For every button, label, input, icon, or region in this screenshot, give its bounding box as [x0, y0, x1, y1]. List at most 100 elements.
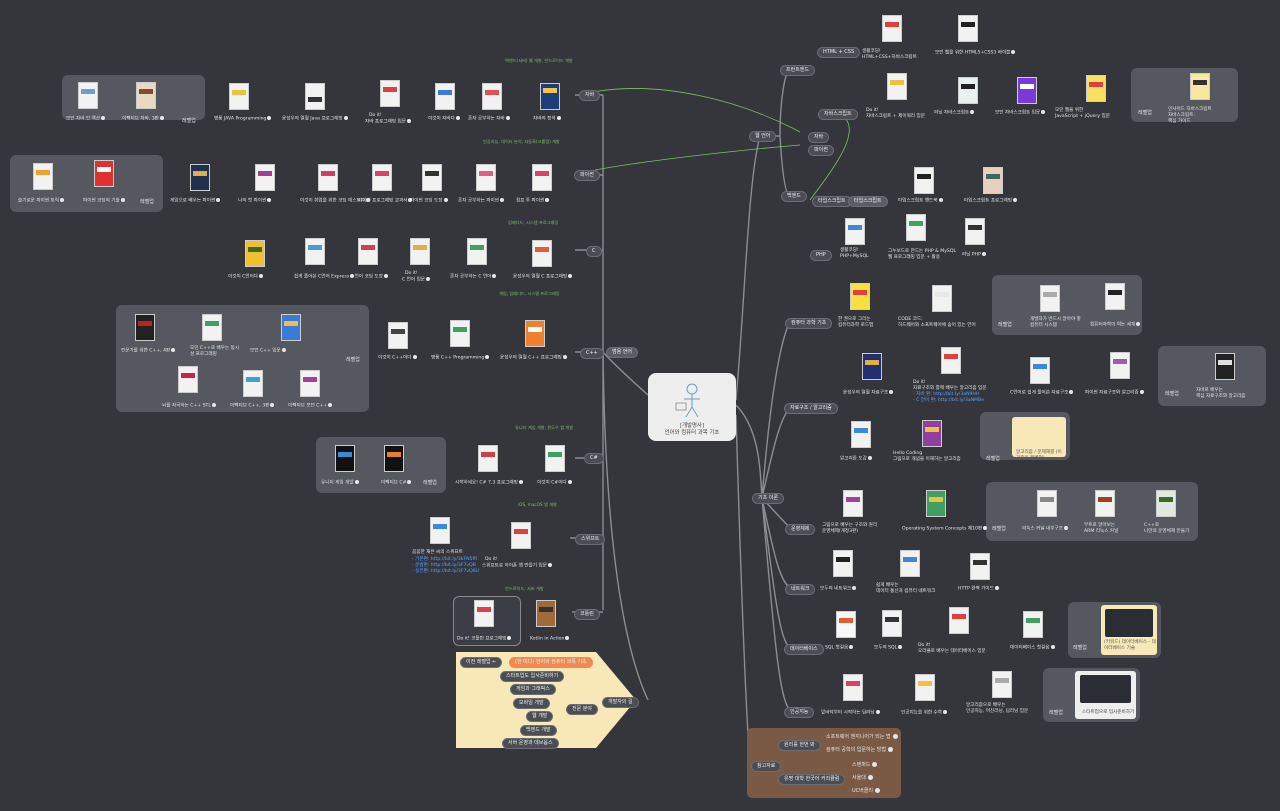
cap-php-3: 러닝 PHP — [962, 252, 986, 258]
central-topic[interactable]: [개발명사] 언어와 컴퓨터 과목 기초 — [648, 373, 736, 441]
csharp-branch[interactable]: C# — [584, 453, 604, 464]
cap-cs2-3: 리눅스 커널 내부구조 — [1022, 526, 1068, 532]
cs2-branch[interactable]: 운영체제 — [785, 524, 816, 535]
reference-a[interactable]: 원리를 한번 봐 — [778, 740, 821, 751]
book-py-8 — [94, 160, 114, 187]
book-js-5 — [1190, 73, 1210, 100]
swift-branch[interactable]: 스위프트 — [575, 534, 606, 545]
book-ts-2 — [983, 167, 1003, 194]
cs-branch[interactable]: 기초 이론 — [752, 493, 784, 504]
cs1-algo-levelup[interactable]: 레벨업 — [986, 456, 1000, 462]
cs1-link-1[interactable]: - 자바 편: http://bit.ly/3aN9HH — [913, 392, 980, 397]
general-lang-branch[interactable]: 범용 언어 — [606, 347, 638, 358]
cs0-branch[interactable]: 컴퓨터 과학 기초 — [785, 318, 833, 329]
reference-branch[interactable]: 참고자료 — [751, 761, 782, 772]
ts-branch[interactable]: 타입스크립트 — [812, 196, 852, 207]
swift-link-2[interactable]: - 문법편: http://bit.ly/3F7vQB — [412, 563, 476, 568]
cap-c-1: 윤성우의 열혈 C 프로그래밍 — [513, 274, 573, 280]
cs1-levelup[interactable]: 레벨업 — [1165, 391, 1179, 397]
html-branch[interactable]: HTML + CSS — [817, 47, 861, 58]
cap-c-4: C 언어 코딩 도장 — [350, 274, 388, 280]
roadmap-item-7[interactable]: 서버 운영과 데브옵스 — [502, 738, 559, 749]
cs0-levelup[interactable]: 레벨업 — [998, 322, 1012, 328]
cap-kt-2: Kotlin in Action — [530, 636, 570, 642]
book-kt-2 — [536, 600, 556, 627]
roadmap-item-4[interactable]: 모바일 개발 — [513, 698, 550, 709]
cap-cs5-2: 인공지능을 위한 수학 — [901, 710, 947, 716]
roadmap-prev[interactable]: 이전 레벨업 ← — [460, 657, 503, 668]
reference-b-1[interactable]: 스탠퍼드 — [852, 762, 878, 768]
cap-py-5: 이것이 취업을 위한 코딩 테스트다 — [300, 198, 371, 204]
cap-py-4: 파이썬 프로그래밍 교과서 — [358, 198, 413, 204]
book-java-3 — [435, 83, 455, 110]
ts-sub[interactable]: 타입스크립트 — [848, 196, 888, 207]
js-levelup[interactable]: 레벨업 — [1138, 110, 1152, 116]
cap-c-5: 쉽게 풀어쓴 C언어 Express — [294, 274, 355, 280]
frontend-branch[interactable]: 프런트엔드 — [780, 65, 816, 76]
reference-a-1[interactable]: 소프트웨어 엔지니어가 되는 법 — [826, 734, 898, 740]
csharp-levelup[interactable]: 레벨업 — [423, 480, 437, 486]
reference-b[interactable]: 유명 대학 한국어 커리큘럼 — [778, 774, 846, 785]
cs4-branch[interactable]: 데이터베이스 — [784, 644, 824, 655]
cap-py-7: 게임으로 배우는 파이썬 — [170, 198, 221, 204]
book-cs1-7 — [922, 420, 942, 447]
roadmap-item-6[interactable]: 백엔드 개발 — [520, 725, 557, 736]
book-java-5 — [305, 83, 325, 110]
cs5-branch[interactable]: 인공지능 — [784, 707, 815, 718]
cs2-levelup[interactable]: 레벨업 — [992, 526, 1006, 532]
reference-a-2[interactable]: 컴퓨터 공학의 입문하는 방법 — [826, 747, 893, 753]
web-lang-branch[interactable]: 웹 언어 — [749, 131, 777, 142]
book-java-6 — [229, 83, 249, 110]
cpp-levelup[interactable]: 레벨업 — [346, 357, 360, 363]
cap-cs0-1: 한 권으로 그리는 컴퓨터과학 로드맵 — [838, 317, 874, 328]
cs3-branch[interactable]: 네트워크 — [785, 584, 816, 595]
cap-cs4-2: 모두의 SQL — [874, 645, 903, 651]
roadmap-item-1[interactable]: (한 미디) 언어와 컴퓨터 과목 기초 — [509, 657, 593, 668]
kotlin-branch[interactable]: 코틀린 — [574, 609, 600, 620]
backend-branch[interactable]: 백엔드 — [781, 191, 807, 202]
java-levelup[interactable]: 레벨업 — [182, 118, 196, 124]
python-branch[interactable]: 파이썬 — [574, 170, 600, 181]
book-cs0-4 — [1105, 283, 1125, 310]
cpp-branch[interactable]: C++ — [580, 348, 604, 359]
cap-cpp-1: 윤성우의 열혈 C++ 프로그래밍 — [500, 355, 567, 361]
roadmap-item-2[interactable]: 스타트업도 입사준비하기 — [500, 671, 565, 682]
cap-cpp-5: 모던 C++로 배우는 동시성 프로그래밍 — [190, 346, 240, 357]
java-branch[interactable]: 자바 — [579, 90, 601, 101]
cap-cs2-2: Operating System Concepts 제10판 — [902, 526, 988, 532]
cap-js-1: Do it! 자바스크립트 + 제이쿼리 입문 — [866, 108, 925, 119]
cap-java-2: 혼자 공부하는 자바 — [468, 116, 510, 122]
book-cs-2 — [478, 445, 498, 472]
cap-cs-1: 이것이 C#이다 — [537, 480, 572, 486]
cap-cs-2: 시작하세요! C# 7.3 프로그래밍 — [455, 480, 523, 486]
backend-python[interactable]: 파이썬 — [808, 145, 834, 156]
book-py-7 — [190, 164, 210, 191]
roadmap-sub[interactable]: 전문 분야 — [566, 704, 598, 715]
book-c-3 — [410, 238, 430, 265]
book-cs2-4 — [1095, 490, 1115, 517]
cs1-branch[interactable]: 자료구조 / 알고리즘 — [784, 403, 838, 414]
php-branch[interactable]: PHP — [810, 250, 832, 261]
cs5-levelup[interactable]: 레벨업 — [1049, 710, 1063, 716]
python-levelup[interactable]: 레벨업 — [140, 199, 154, 205]
cs4-levelup[interactable]: 레벨업 — [1073, 645, 1087, 651]
book-cs2-1 — [843, 490, 863, 517]
c-branch[interactable]: C — [586, 246, 602, 257]
cap-cs1-3: C언어로 쉽게 풀어쓴 자료구조 — [1010, 390, 1074, 396]
swift-link-1[interactable]: - 기본편: http://bit.ly/3kFN5fR — [412, 557, 478, 562]
cap-cs1-5: 자바로 배우는 핵심 자료구조와 알고리즘 — [1196, 388, 1246, 399]
book-cpp-8 — [243, 370, 263, 397]
swift-link-3[interactable]: - 실전편: http://bit.ly/3F7vQ8U — [412, 569, 479, 574]
roadmap-branch[interactable]: 개발자의 길 — [602, 697, 639, 708]
cs1-link-2[interactable]: - C 언어 편: http://bit.ly/3aNMBe — [913, 398, 985, 403]
roadmap-item-5[interactable]: 웹 개발 — [526, 711, 554, 722]
backend-java[interactable]: 자바 — [808, 132, 830, 143]
roadmap-item-3[interactable]: 게임과 그래픽스 — [510, 684, 556, 695]
reference-b-2[interactable]: 서울대 — [852, 775, 873, 781]
js-branch[interactable]: 자바스크립트 — [818, 109, 858, 120]
cap-java-6: 명품 JAVA Programming — [214, 116, 272, 122]
cap-js-4: 모던 웹을 위한 JavaScript + jQuery 입문 — [1055, 108, 1110, 119]
reference-b-3[interactable]: UC버클리 — [852, 788, 880, 794]
cap-java-4b: 자바 프로그래밍 입문 — [365, 119, 411, 125]
book-cs-4 — [384, 445, 404, 472]
